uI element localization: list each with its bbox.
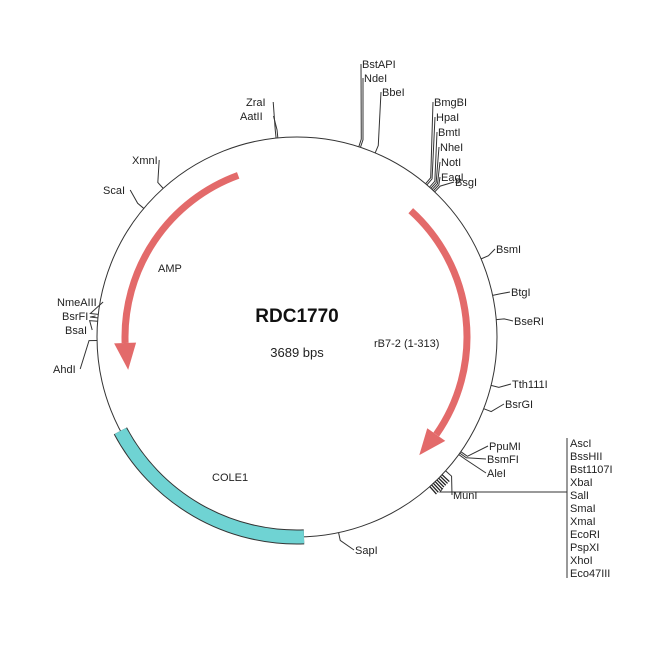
site-label-nhe[interactable]: NheI <box>440 142 463 154</box>
site-line-bsg <box>434 181 455 193</box>
site-line-hpa <box>426 116 436 186</box>
site-label-zra[interactable]: ZraI <box>246 97 266 109</box>
site-label-nmeaiii[interactable]: NmeAIII <box>57 297 97 309</box>
site-label-mun[interactable]: MunI <box>453 490 477 502</box>
site-label-bsg[interactable]: BsgI <box>455 177 477 189</box>
mcs-site-label[interactable]: EcoRI <box>570 529 600 541</box>
site-label-eag[interactable]: EagI <box>441 172 464 184</box>
mcs-site-label[interactable]: XbaI <box>570 477 593 489</box>
site-label-bbe[interactable]: BbeI <box>382 87 405 99</box>
site-line-eag <box>433 176 441 192</box>
mcs-tick <box>438 477 447 486</box>
site-line-sap <box>338 532 355 551</box>
mcs-site-label[interactable]: XmaI <box>570 516 596 528</box>
mcs-site-label[interactable]: PspXI <box>570 542 599 554</box>
site-line-nhe <box>430 146 440 189</box>
mcs-tick <box>441 474 450 483</box>
site-label-ale[interactable]: AleI <box>487 468 506 480</box>
site-line-nde <box>359 77 364 148</box>
site-line-bmgbi <box>425 101 434 185</box>
mcs-site-label[interactable]: Eco47III <box>570 568 610 580</box>
feature-label-rb7-2: rB7-2 (1-313) <box>374 338 439 350</box>
mcs-site-label[interactable]: AscI <box>570 438 591 450</box>
site-label-bsm[interactable]: BsmI <box>496 244 521 256</box>
amp-arrow[interactable] <box>121 172 240 344</box>
site-line-ppumi <box>460 445 489 457</box>
site-line-nmeaiii <box>89 301 104 315</box>
mcs-site-label[interactable]: XhoI <box>570 555 593 567</box>
mcs-site-label[interactable]: SmaI <box>570 503 596 515</box>
mcs-tick <box>429 486 437 495</box>
rb7-2-arrowhead <box>419 428 446 456</box>
site-label-ahd[interactable]: AhdI <box>53 364 76 376</box>
mcs-leader-line <box>439 487 567 493</box>
site-label-bstapi[interactable]: BstAPI <box>362 59 396 71</box>
site-label-xmn[interactable]: XmnI <box>132 155 158 167</box>
mcs-tick <box>439 475 449 484</box>
feature-label-amp: AMP <box>158 263 182 275</box>
site-label-bsa[interactable]: BsaI <box>65 325 87 337</box>
site-line-bsm <box>480 248 496 260</box>
site-label-sap[interactable]: SapI <box>355 545 378 557</box>
cole1-feature[interactable] <box>114 427 305 544</box>
site-line-not <box>431 161 441 190</box>
site-label-bmgbi[interactable]: BmgBI <box>434 97 467 109</box>
site-line-sca <box>129 189 145 209</box>
site-line-mun <box>445 470 453 496</box>
mcs-tick <box>431 484 439 493</box>
site-label-bsrfi[interactable]: BsrFI <box>62 311 88 323</box>
amp-arrowhead <box>114 342 137 370</box>
mcs-tick <box>436 479 445 488</box>
site-label-tth[interactable]: Tth111I <box>512 379 548 391</box>
site-line-aat <box>273 115 279 138</box>
site-line-zra <box>272 101 277 139</box>
site-line-bsmfi <box>459 452 487 460</box>
site-line-bsa <box>88 320 98 331</box>
site-label-sca[interactable]: ScaI <box>103 185 125 197</box>
plasmid-name: RDC1770 <box>255 306 338 327</box>
feature-label-cole1: COLE1 <box>212 472 248 484</box>
site-label-btg[interactable]: BtgI <box>511 287 531 299</box>
site-line-btg <box>492 291 511 296</box>
site-line-ahd <box>79 339 98 370</box>
site-line-tth <box>490 383 512 388</box>
site-line-ale <box>458 454 487 474</box>
mcs-tick <box>432 482 441 492</box>
site-label-bsmfi[interactable]: BsmFI <box>487 454 519 466</box>
site-label-bseri[interactable]: BseRI <box>514 316 544 328</box>
site-label-ppumi[interactable]: PpuMI <box>489 441 521 453</box>
site-label-bsrgi[interactable]: BsrGI <box>505 399 533 411</box>
site-label-nde[interactable]: NdeI <box>364 73 387 85</box>
mcs-site-label[interactable]: BssHII <box>570 451 602 463</box>
plasmid-size: 3689 bps <box>270 345 324 360</box>
mcs-site-label[interactable]: SalI <box>570 490 589 502</box>
site-label-bmt[interactable]: BmtI <box>438 127 461 139</box>
site-line-bmt <box>429 131 438 188</box>
site-line-xmn <box>157 159 164 189</box>
site-label-not[interactable]: NotI <box>441 157 461 169</box>
site-line-bseri <box>496 318 514 322</box>
site-line-bsrgi <box>483 403 505 413</box>
mcs-tick <box>434 481 443 490</box>
site-label-hpa[interactable]: HpaI <box>436 112 459 124</box>
site-line-bstapi <box>358 63 362 147</box>
rb7-2-arrow[interactable] <box>408 208 471 437</box>
mcs-site-label[interactable]: Bst1107I <box>570 464 613 476</box>
site-label-aat[interactable]: AatII <box>240 111 263 123</box>
site-line-bsrfi <box>89 315 98 319</box>
site-line-bbe <box>374 91 382 154</box>
